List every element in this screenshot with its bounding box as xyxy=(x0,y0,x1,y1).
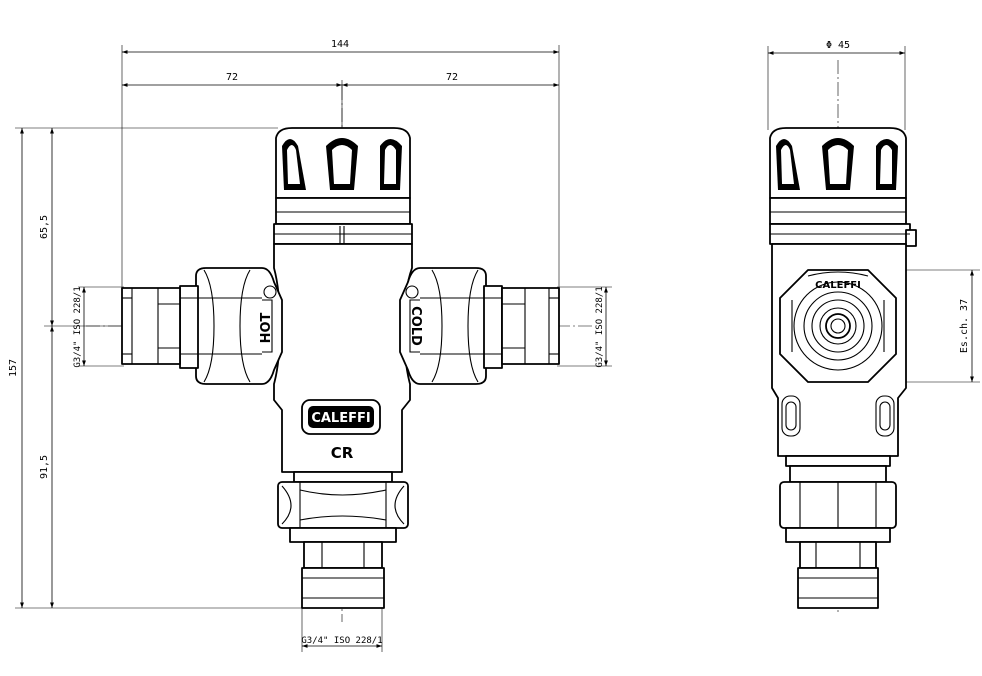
outlet-union xyxy=(277,481,409,609)
dimension-labels-front: 144 72 72 157 65,5 91,5 G3/4" ISO 228/1 … xyxy=(8,39,605,646)
cold-inlet xyxy=(399,267,560,385)
valve-side-view: CALEFFI xyxy=(769,60,917,612)
thread-label-bottom: G3/4" ISO 228/1 xyxy=(301,636,382,646)
dim-diameter: Φ 45 xyxy=(826,40,850,51)
cold-marking: COLD xyxy=(408,306,423,346)
thread-label-right: G3/4" ISO 228/1 xyxy=(595,286,605,367)
dimension-lines-side xyxy=(767,46,980,383)
adjustment-knob xyxy=(275,127,411,225)
cr-marking: CR xyxy=(331,444,354,462)
dim-lower-height: 91,5 xyxy=(39,455,50,479)
dim-half-left: 72 xyxy=(226,72,238,83)
valve-front-view: HOT COLD CALEFFI CR xyxy=(86,86,592,622)
brand-plate: CALEFFI xyxy=(301,399,381,435)
thread-label-left: G3/4" ISO 228/1 xyxy=(73,286,83,367)
dim-half-right: 72 xyxy=(446,72,458,83)
dim-upper-height: 65,5 xyxy=(39,215,50,239)
hot-marking: HOT xyxy=(259,312,274,343)
dim-total-height: 157 xyxy=(8,359,19,377)
brand-logo: CALEFFI xyxy=(311,411,370,426)
dimension-labels-side: Φ 45 Es.ch. 37 xyxy=(826,40,970,353)
dim-overall-width: 144 xyxy=(331,39,349,50)
dimension-lines-front xyxy=(15,45,612,652)
dim-wrench-size: Es.ch. 37 xyxy=(959,299,970,353)
brand-side-marking: CALEFFI xyxy=(815,280,861,291)
hot-inlet xyxy=(121,267,283,385)
